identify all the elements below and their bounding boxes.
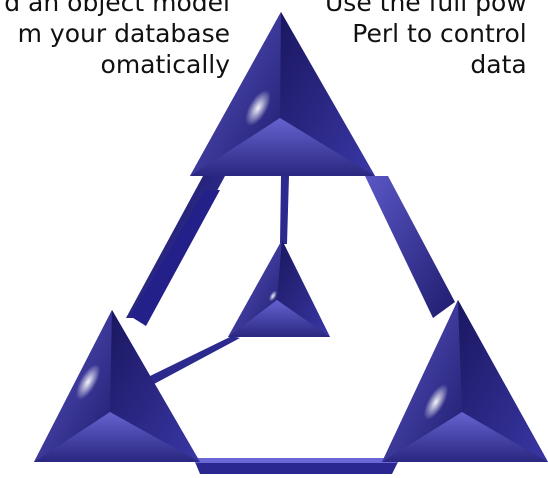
spoke-top bbox=[280, 176, 289, 244]
frame bbox=[126, 176, 455, 474]
triangle-center bbox=[228, 240, 330, 337]
frame-bar-bottom bbox=[195, 462, 398, 474]
frame-bar-bottom-top bbox=[195, 458, 398, 463]
highlight-bottom-right bbox=[423, 384, 449, 420]
caption-top-right: Use the full pow Perl to control data bbox=[325, 0, 527, 79]
triangle-bottom-right bbox=[382, 300, 548, 462]
triangle-bottom-left bbox=[34, 310, 200, 462]
highlight-center bbox=[269, 290, 277, 302]
frame-bar-right bbox=[365, 176, 455, 318]
frame-bar-left-inner bbox=[130, 190, 220, 326]
triangle-top bbox=[190, 12, 375, 176]
caption-top-left: d an object model m your database omatic… bbox=[4, 0, 230, 79]
highlight-top bbox=[245, 90, 271, 126]
spoke-bottom-left bbox=[150, 336, 240, 384]
highlight-bottom-left bbox=[75, 364, 101, 400]
